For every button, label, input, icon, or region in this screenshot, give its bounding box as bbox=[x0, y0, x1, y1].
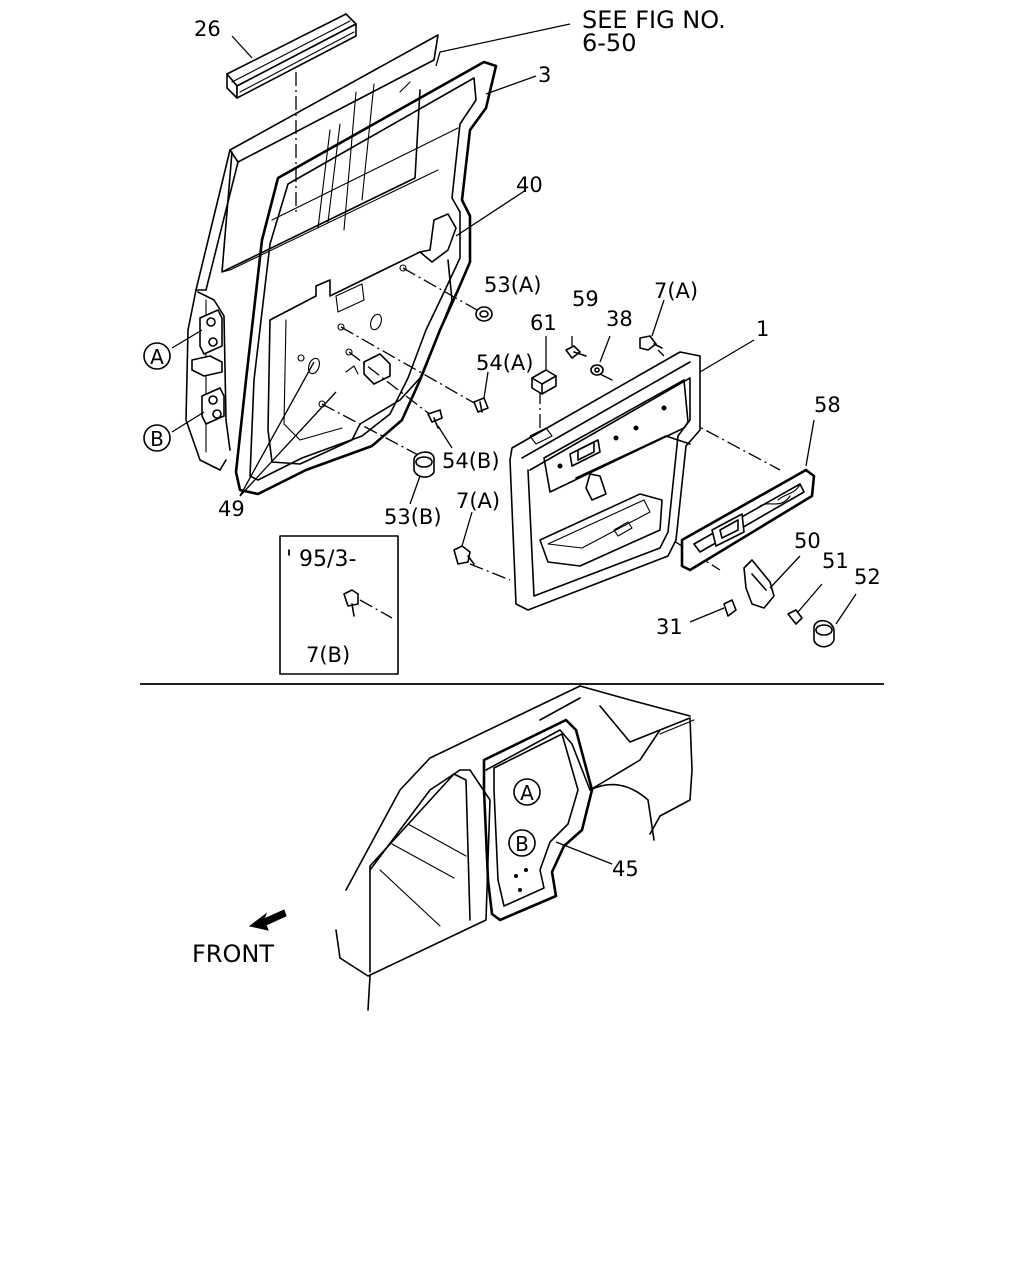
inset-date-label: ' 95/3- bbox=[286, 547, 356, 572]
marker-a-top: A bbox=[143, 342, 171, 370]
front-label: FRONT bbox=[192, 940, 274, 968]
callout-7a-top: 7(A) bbox=[654, 279, 698, 303]
clip-7a-top bbox=[639, 335, 663, 351]
grommet-53b bbox=[413, 451, 435, 478]
marker-b-top-label: B bbox=[150, 427, 164, 451]
hinge-a bbox=[191, 309, 223, 377]
handle-bezel-part-50 bbox=[743, 559, 775, 609]
callout-59: 59 bbox=[572, 287, 599, 311]
callout-53b: 53(B) bbox=[384, 505, 442, 529]
clip-part-31 bbox=[723, 599, 737, 617]
door-glass-frame bbox=[195, 34, 439, 291]
washer-38 bbox=[590, 364, 604, 376]
weatherstrip-part-26 bbox=[226, 13, 357, 99]
leader-lines bbox=[171, 23, 857, 865]
callout-54b: 54(B) bbox=[442, 449, 500, 473]
marker-a-bottom: A bbox=[513, 778, 541, 806]
clip-7a-mid bbox=[453, 545, 475, 565]
vehicle-body-outline bbox=[335, 685, 695, 1011]
inset-box-95-3 bbox=[279, 535, 399, 675]
callout-1: 1 bbox=[756, 317, 769, 341]
cover-61 bbox=[531, 369, 557, 395]
callout-26: 26 bbox=[194, 17, 221, 41]
opening-weatherstrip-part-45 bbox=[482, 718, 594, 922]
callout-7b: 7(B) bbox=[306, 643, 350, 667]
callout-51: 51 bbox=[822, 549, 849, 573]
callout-61: 61 bbox=[530, 311, 557, 335]
screw-59 bbox=[565, 345, 587, 359]
marker-a-top-label: A bbox=[150, 345, 164, 369]
screw-part-51 bbox=[787, 609, 803, 625]
callout-52: 52 bbox=[854, 565, 881, 589]
callout-7a-mid: 7(A) bbox=[456, 489, 500, 513]
callout-49: 49 bbox=[218, 497, 245, 521]
cap-part-52 bbox=[813, 619, 835, 648]
door-trim-panel-part-1 bbox=[509, 351, 701, 611]
clip-54a bbox=[473, 397, 489, 413]
callout-40: 40 bbox=[516, 173, 543, 197]
see-fig-line2: 6-50 bbox=[582, 29, 636, 57]
callout-38: 38 bbox=[606, 307, 633, 331]
marker-b-bottom: B bbox=[508, 829, 536, 857]
callout-50: 50 bbox=[794, 529, 821, 553]
clip-54b bbox=[427, 409, 443, 429]
armrest-pad-part-58 bbox=[680, 468, 816, 572]
callout-58: 58 bbox=[814, 393, 841, 417]
callout-3: 3 bbox=[538, 63, 551, 87]
callout-53a: 53(A) bbox=[484, 273, 541, 297]
see-fig-line1: SEE FIG NO. bbox=[582, 6, 726, 34]
marker-b-top: B bbox=[143, 424, 171, 452]
callout-45: 45 bbox=[612, 857, 639, 881]
callout-31: 31 bbox=[656, 615, 683, 639]
hinge-b bbox=[201, 387, 225, 425]
callout-54a: 54(A) bbox=[476, 351, 533, 375]
marker-b-bottom-label: B bbox=[515, 832, 529, 856]
marker-a-bottom-label: A bbox=[520, 781, 534, 805]
grommet-53a bbox=[475, 306, 493, 322]
front-arrow-icon bbox=[248, 909, 287, 931]
